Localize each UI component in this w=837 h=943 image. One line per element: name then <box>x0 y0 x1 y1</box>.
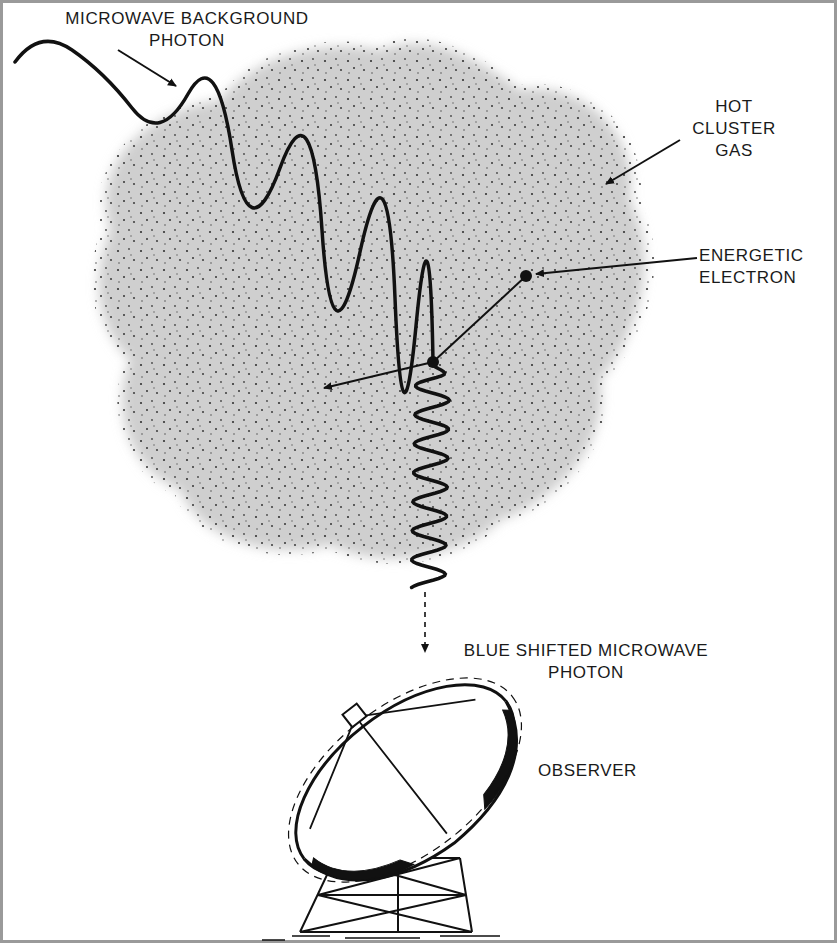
gas-label: HOT CLUSTER GAS <box>688 96 780 162</box>
leader <box>536 258 697 274</box>
photon-direction <box>424 592 426 652</box>
radio-telescope <box>242 625 561 940</box>
photon-label: MICROWAVE BACKGROUND PHOTON <box>52 8 322 52</box>
scattered-photon <box>412 364 450 588</box>
electron-path <box>433 276 526 362</box>
blue-photon-label: BLUE SHIFTED MICROWAVE PHOTON <box>450 640 722 684</box>
observer-label: OBSERVER <box>538 760 658 782</box>
electron-label: ENERGETIC ELECTRON <box>699 245 833 289</box>
leader <box>118 50 176 86</box>
gas-stipple <box>92 39 654 564</box>
leader <box>606 140 680 184</box>
electron-recoil <box>324 362 433 388</box>
incoming-photon <box>15 41 433 392</box>
